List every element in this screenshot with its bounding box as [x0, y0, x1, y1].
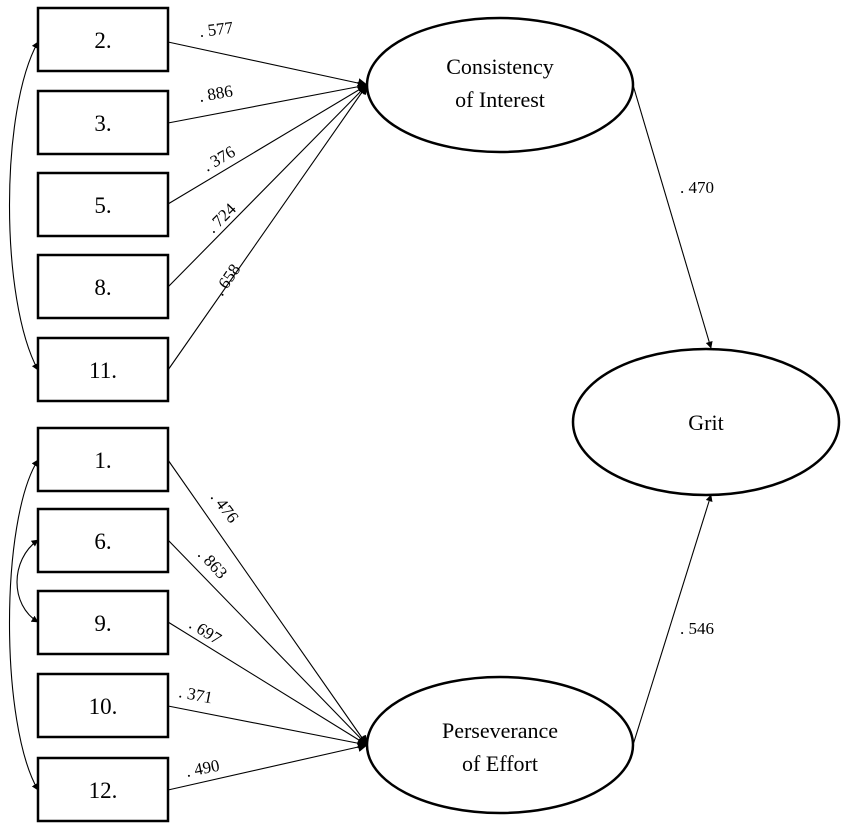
path-item-11 [167, 84, 368, 371]
path-interest-to-grit [632, 84, 713, 349]
loading-item-3: . 886 [197, 81, 234, 106]
latent-label-line2: of Effort [462, 751, 538, 776]
item-box-8: 8. [36, 253, 170, 320]
loading-item-6: . 863 [194, 545, 231, 583]
loading-item-11: . 658 [210, 260, 245, 299]
latent-label-line1: Perseverance [442, 718, 558, 743]
path-item-9 [167, 621, 368, 746]
path-item-3 [167, 81, 368, 124]
item-label: 9. [94, 611, 111, 636]
latent-label: Grit [688, 410, 723, 435]
item-box-2: 2. [36, 6, 170, 73]
path-item-2 [167, 41, 368, 88]
covariance-arc-1-12 [9, 459, 39, 791]
latent-perseverance-of-effort: Perseverance of Effort [365, 675, 635, 815]
loading-item-2: . 577 [198, 18, 235, 41]
loading-item-5: . 376 [200, 142, 239, 175]
latent-label-line1: Consistency [446, 54, 554, 79]
item-box-12: 12. [36, 756, 170, 823]
item-box-6: 6. [36, 507, 170, 574]
path-item-8 [167, 84, 368, 288]
item-label: 1. [94, 448, 111, 473]
path-item-6 [167, 539, 368, 746]
latent-grit: Grit [571, 347, 841, 497]
item-label: 8. [94, 275, 111, 300]
path-item-12 [167, 742, 368, 791]
covariance-arc-6-9 [16, 539, 39, 623]
loading-item-1: . 476 [207, 488, 243, 527]
item-label: 11. [89, 358, 117, 383]
path-effort-to-grit [632, 494, 713, 746]
item-box-9: 9. [36, 589, 170, 656]
item-label: 3. [94, 111, 111, 136]
item-box-3: 3. [36, 89, 170, 156]
covariance-arc-2-11 [9, 41, 39, 371]
path-item-5 [167, 84, 368, 205]
loading-item-12: . 490 [184, 756, 221, 781]
latent-label-line2: of Interest [455, 87, 545, 112]
latent-consistency-of-interest: Consistency of Interest [365, 16, 635, 154]
item-label: 5. [94, 193, 111, 218]
item-box-11: 11. [36, 336, 170, 403]
item-label: 6. [94, 529, 111, 554]
item-label: 10. [89, 694, 118, 719]
path-item-1 [167, 459, 368, 746]
item-box-10: 10. [36, 672, 170, 739]
item-box-5: 5. [36, 171, 170, 238]
loading-item-9: . 697 [186, 614, 225, 648]
path-item-10 [167, 705, 368, 749]
loading-item-8: . 724 [202, 199, 240, 237]
item-label: 12. [89, 778, 118, 803]
item-box-1: 1. [36, 426, 170, 493]
item-label: 2. [94, 28, 111, 53]
loading-item-10: . 371 [177, 682, 214, 707]
path-coef-interest-grit: . 470 [680, 178, 714, 197]
path-coef-effort-grit: . 546 [680, 619, 714, 638]
